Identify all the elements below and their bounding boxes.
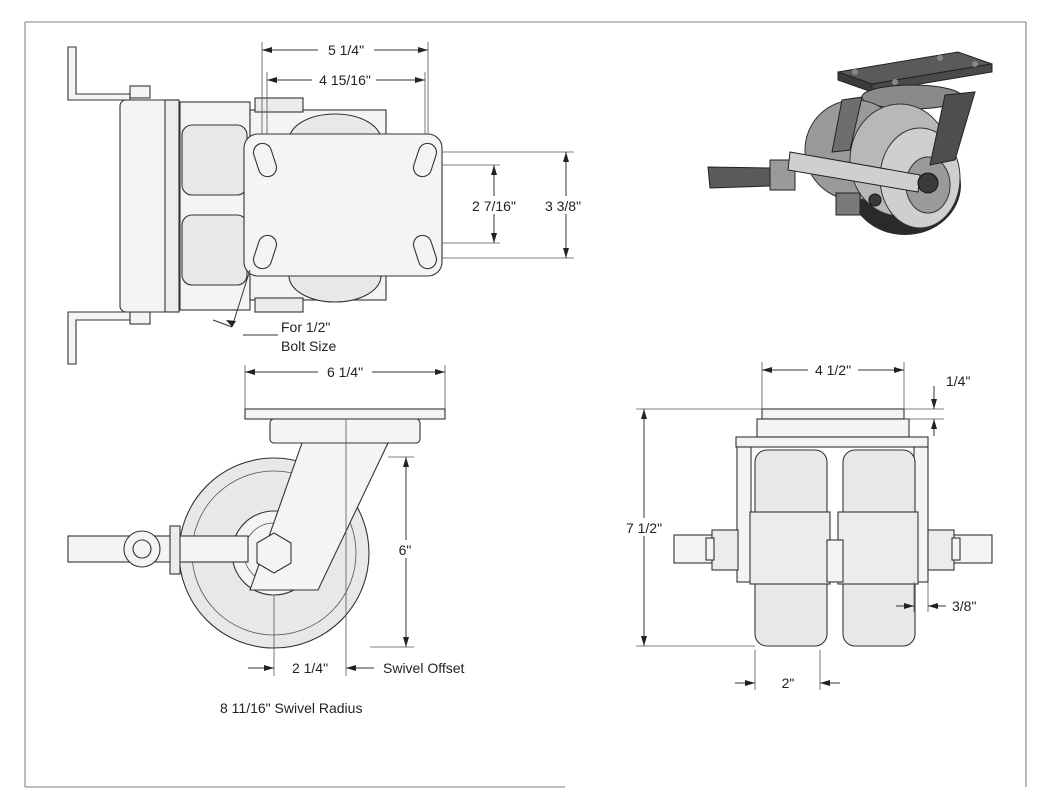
sheet-border: [24, 21, 1027, 788]
dim-plate-thickness: 1/4": [946, 373, 970, 389]
front-view: [673, 408, 993, 647]
dim-front-plate-width: 4 1/2": [815, 362, 851, 378]
bolt-note-line2: Bolt Size: [281, 338, 336, 354]
side-top-plate: [244, 408, 446, 420]
dim-side-plate-width: 6 1/4": [327, 364, 363, 380]
bolt-note-line1: For 1/2": [281, 319, 330, 335]
top-view: [67, 46, 443, 365]
dim-side-height: 6": [399, 542, 412, 558]
dim-wheel-width: 2": [782, 675, 795, 691]
side-view-dimensions: 6 1/4" 6" 2 1/4" Swivel Offset 8 11/16" …: [220, 362, 465, 716]
dim-top-width-outer: 5 1/4": [328, 42, 364, 58]
brake-bracket: [67, 46, 131, 101]
dim-swivel-offset: 2 1/4": [292, 660, 328, 676]
top-view-dimensions: 5 1/4" 4 15/16" 2 7/16" 3 3/8" For 1/2" …: [212, 40, 588, 354]
brake-bracket-lower: [67, 311, 131, 365]
swivel-radius-label: 8 11/16" Swivel Radius: [220, 700, 362, 716]
front-top-plate: [761, 408, 905, 420]
swivel-offset-label: Swivel Offset: [383, 660, 465, 676]
dim-plate-height: 3 3/8": [545, 198, 581, 214]
front-view-dimensions: 4 1/2" 1/4" 7 1/2" 3/8" 2": [620, 360, 976, 691]
dim-top-width-inner: 4 15/16": [319, 72, 371, 88]
dim-bolt-spacing: 2 7/16": [472, 198, 516, 214]
side-view: [67, 408, 446, 649]
caster-3d-render: [707, 51, 993, 235]
dim-axle-note: 3/8": [952, 598, 976, 614]
dim-overall-height: 7 1/2": [626, 520, 662, 536]
top-plate: [243, 133, 443, 277]
